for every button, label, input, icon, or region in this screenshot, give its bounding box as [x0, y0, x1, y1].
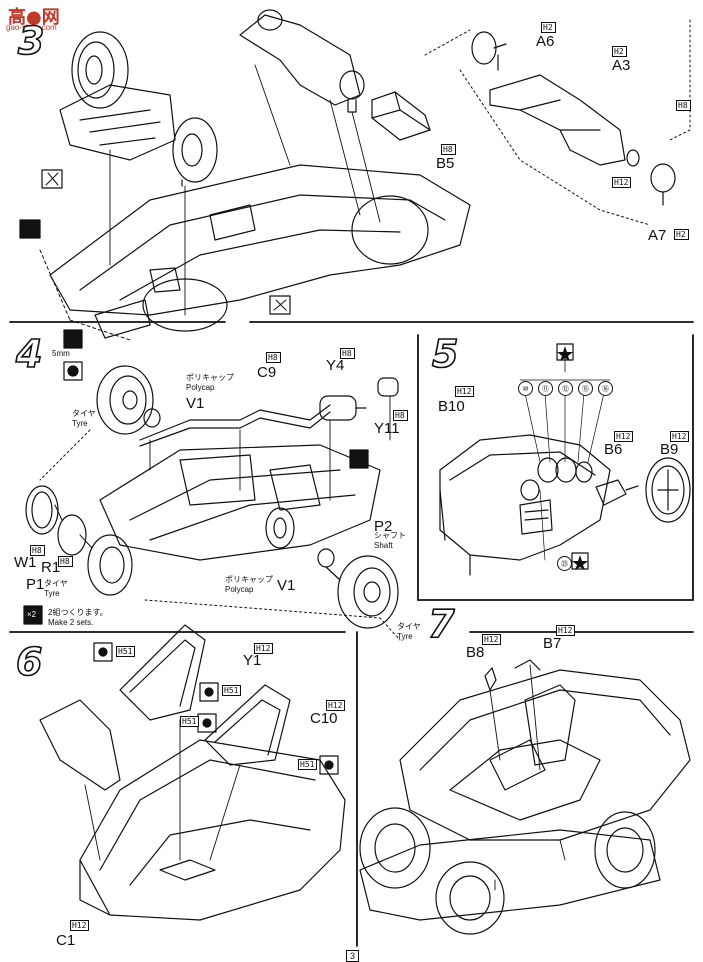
tag-h12: H12	[70, 920, 90, 931]
tag-h12: H12	[455, 386, 475, 397]
decal-25: ㉕	[557, 556, 572, 571]
part-w1: W1	[14, 554, 37, 571]
tag-h2: H2	[541, 22, 556, 33]
part-b9: B9	[660, 441, 679, 458]
tag-h51: H51	[298, 759, 318, 770]
shaft-jp-label: シャフト	[374, 531, 406, 540]
decal-10: ⑩	[518, 381, 533, 396]
part-a3: A3	[612, 57, 631, 74]
measure-5mm: 5mm	[52, 349, 70, 358]
page-number: 3	[346, 950, 360, 962]
step-number-4: 4	[15, 332, 43, 376]
part-y11: Y11	[374, 420, 400, 437]
tyre-en-label: Tyre	[44, 589, 60, 598]
tag-h12: H12	[612, 177, 632, 188]
part-a6: A6	[536, 33, 555, 50]
part-a7: A7	[648, 227, 667, 244]
tag-h12: H12	[670, 431, 690, 442]
step5-diagram	[439, 343, 691, 576]
step-number-7: 7	[427, 602, 455, 646]
tag-h12: H12	[482, 634, 502, 645]
tyre-jp-label: タイヤ	[397, 622, 421, 631]
part-b10: B10	[438, 398, 465, 415]
decal-12: ⑫	[558, 381, 573, 396]
tag-h12: H12	[254, 643, 274, 654]
step6-diagram	[39, 624, 346, 921]
tyre-en-label: Tyre	[72, 419, 88, 428]
part-b5: B5	[436, 155, 455, 172]
step7-diagram	[359, 659, 691, 935]
tyre-en-label: Tyre	[397, 632, 413, 641]
step-number-5: 5	[431, 332, 459, 376]
part-r1: R1	[41, 559, 61, 576]
tag-h2: H2	[674, 229, 689, 240]
tag-h8: H8	[393, 410, 408, 421]
watermark-brand: 高●网	[8, 7, 60, 28]
tag-h51: H51	[180, 716, 200, 727]
decal-15: ⑮	[578, 381, 593, 396]
part-y1: Y1	[243, 652, 262, 669]
tag-h8: H8	[58, 556, 73, 567]
part-v1-bottom: V1	[277, 577, 296, 594]
tag-h8: H8	[441, 144, 456, 155]
watermark-url: gao-shou.com	[6, 23, 57, 32]
section-dividers	[9, 321, 694, 947]
shaft-en-label: Shaft	[374, 541, 393, 550]
tyre-jp-label: タイヤ	[72, 409, 96, 418]
tag-h51: H51	[222, 685, 242, 696]
part-y4: Y4	[326, 357, 345, 374]
decal-11: ⑪	[538, 381, 553, 396]
make-sets-en: Make 2 sets.	[48, 618, 94, 627]
polycap-en-label: Polycap	[225, 585, 254, 594]
make-sets-icon: ×2	[27, 610, 37, 619]
tag-h12: H12	[326, 700, 346, 711]
decal-list: ⑩ ⑪ ⑫ ⑮ ⑯	[518, 381, 613, 396]
tag-h8: H8	[676, 100, 691, 111]
part-v1: V1	[186, 395, 205, 412]
step4-diagram	[23, 329, 401, 641]
part-b8: B8	[466, 644, 485, 661]
polycap-jp-label: ポリキャップ	[225, 575, 273, 584]
part-c1: C1	[56, 932, 76, 949]
tag-h8: H8	[340, 348, 355, 359]
step-number-3: 3	[17, 19, 45, 63]
tag-h2: H2	[612, 46, 627, 57]
part-c10: C10	[310, 710, 338, 727]
watermark-logo: 高●网 gao-shou.com	[0, 0, 82, 36]
part-c9: C9	[257, 364, 277, 381]
step-number-6: 6	[15, 640, 43, 684]
part-b6: B6	[604, 441, 623, 458]
tyre-jp-label: タイヤ	[44, 579, 68, 588]
step3-diagram	[19, 9, 691, 341]
tag-h12: H12	[614, 431, 634, 442]
tag-h12: H12	[556, 625, 576, 636]
tag-h8: H8	[30, 545, 45, 556]
part-p1: P1	[26, 576, 45, 593]
part-p2: P2	[374, 518, 393, 535]
tag-h8: H8	[266, 352, 281, 363]
decal-16: ⑯	[598, 381, 613, 396]
polycap-jp-label: ポリキャップ	[186, 373, 234, 382]
make-sets-jp: 2組つくります。	[48, 608, 108, 617]
polycap-en-label: Polycap	[186, 383, 215, 392]
part-b7: B7	[543, 635, 562, 652]
tag-h51: H51	[116, 646, 136, 657]
